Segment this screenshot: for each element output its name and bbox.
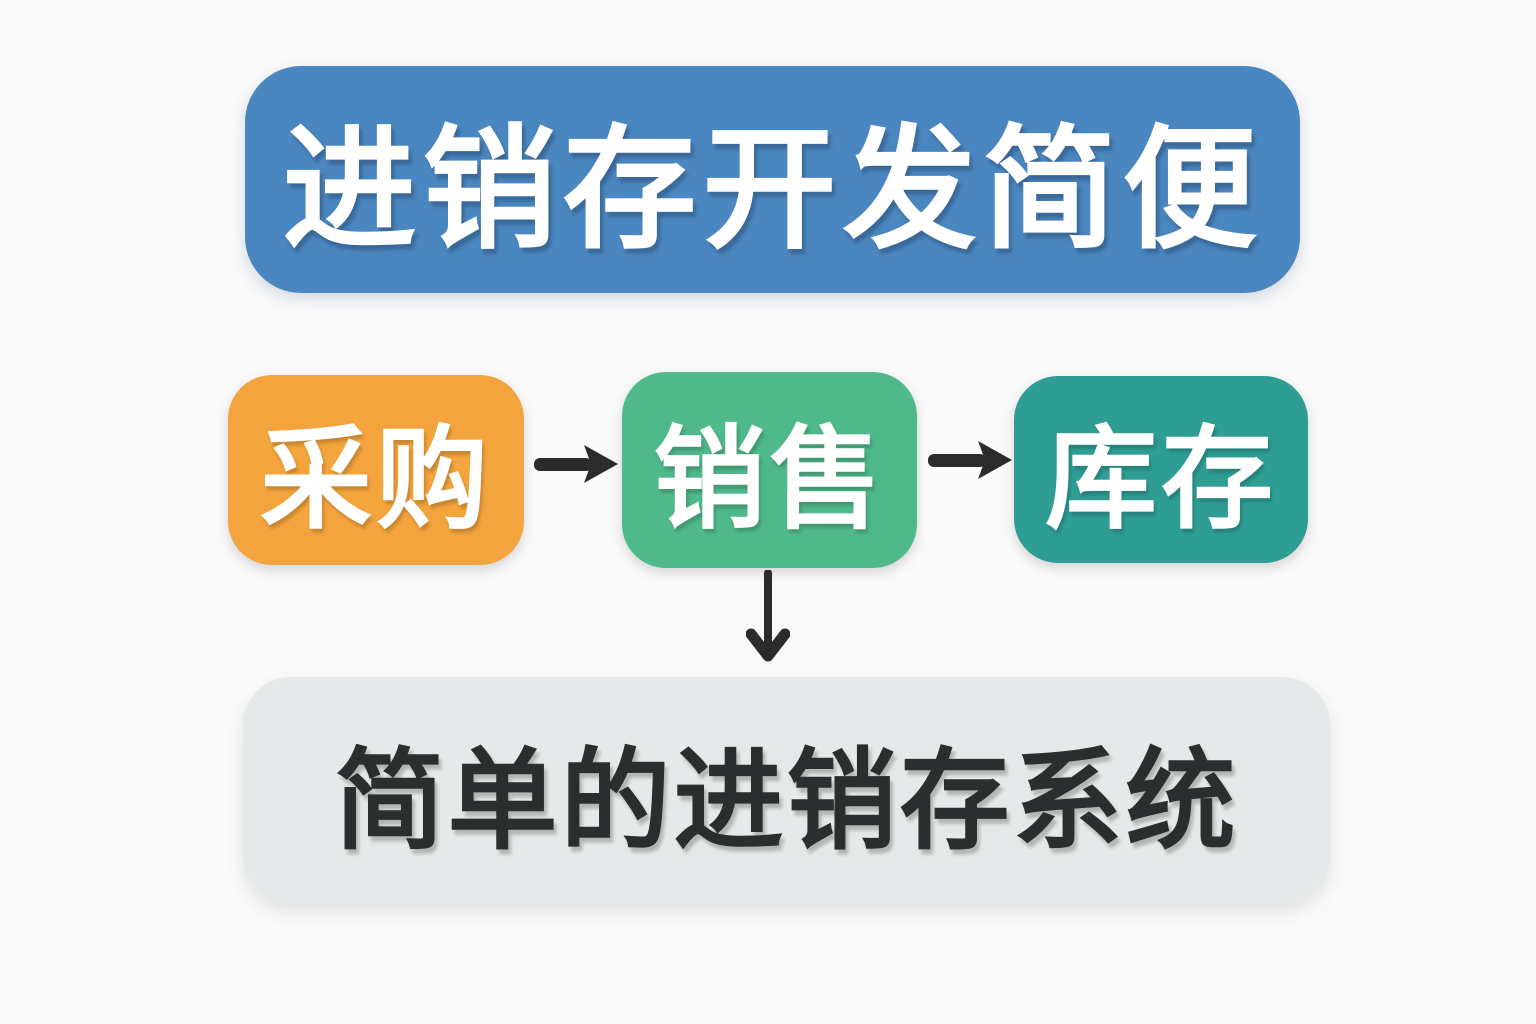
- result-banner: 简单的进销存系统: [243, 677, 1330, 904]
- flow-node-inventory-label: 库存: [1045, 416, 1277, 542]
- flow-node-sales: 销售: [622, 372, 917, 568]
- title-banner: 进销存开发简便: [245, 66, 1300, 293]
- flow-node-inventory: 库存: [1014, 376, 1308, 563]
- flow-node-sales-label: 销售: [653, 417, 886, 542]
- arrow-right-icon: [928, 441, 1012, 479]
- flow-node-purchase-label: 采购: [260, 417, 492, 542]
- flow-node-purchase: 采购: [228, 375, 524, 565]
- result-label: 简单的进销存系统: [334, 739, 1239, 863]
- arrow-right-icon: [534, 445, 618, 483]
- arrow-down-icon: [746, 570, 790, 662]
- page-title: 进销存开发简便: [282, 115, 1263, 265]
